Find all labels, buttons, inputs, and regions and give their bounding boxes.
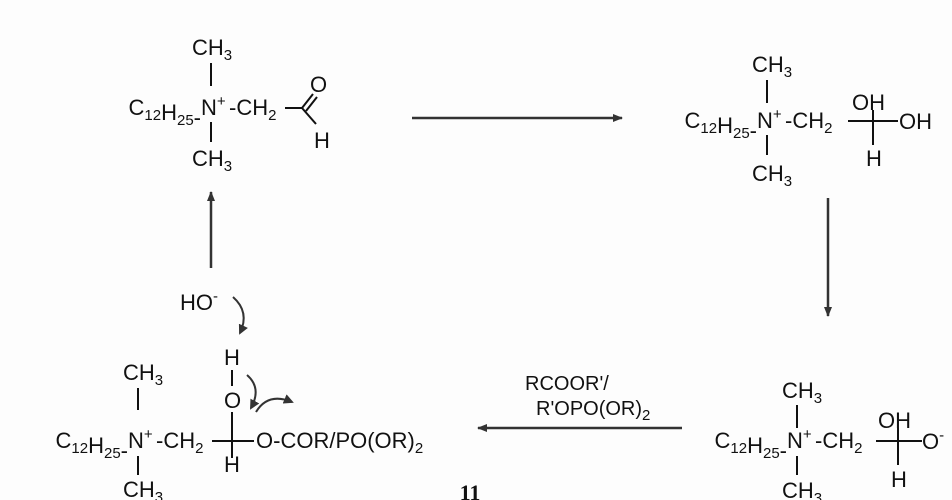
reagent-line-2: R'OPO(OR)2 — [536, 398, 650, 424]
aldehyde-structure: CH3 C12H25- N+ -CH2 O H CH3 — [129, 35, 330, 175]
bond — [301, 107, 317, 125]
methylene: -CH2 — [156, 428, 203, 457]
top-methyl: CH3 — [123, 360, 163, 389]
dodecyl-chain: C12H25- — [129, 95, 201, 130]
bottom-methyl: CH3 — [782, 478, 822, 500]
aldehyde-hydrogen: H — [314, 128, 330, 153]
lower-hydrogen: H — [891, 467, 907, 492]
curved-arrow-electron-push — [246, 374, 260, 410]
carbonyl-oxygen: O — [310, 72, 327, 97]
double-bond — [301, 93, 314, 109]
ammonium-nitrogen: N+ — [757, 106, 782, 133]
ammonium-nitrogen: N+ — [128, 426, 153, 453]
hydrate-structure: CH3 C12H25- N+ -CH2 OH OH H CH3 — [685, 52, 932, 190]
dodecyl-chain: C12H25- — [56, 428, 128, 463]
hydroxyl-oxygen: O — [224, 388, 241, 413]
upper-hydroxyl: OH — [878, 408, 911, 433]
top-methyl: CH3 — [782, 378, 822, 407]
methylene: -CH2 — [229, 95, 276, 124]
hydroxide-ion: HO- — [180, 288, 218, 315]
lower-hydrogen: H — [866, 146, 882, 171]
methylene: -CH2 — [785, 108, 832, 137]
intermediate-structure: CH3 C12H25- N+ -CH2 H O H O-COR/PO(OR)2 … — [56, 345, 424, 500]
oxide-anion: O- — [922, 427, 944, 454]
upper-hydroxyl: OH — [852, 90, 885, 115]
hydroxyl-hydrogen: H — [224, 345, 240, 370]
right-hydroxyl: OH — [899, 109, 932, 134]
dodecyl-chain: C12H25- — [685, 108, 757, 143]
dodecyl-chain: C12H25- — [715, 428, 787, 463]
top-methyl: CH3 — [192, 35, 232, 64]
reagent-line-1: RCOOR'/ — [525, 373, 609, 395]
bottom-methyl: CH3 — [752, 161, 792, 190]
curved-arrow-hydroxide-attack — [232, 296, 248, 335]
compound-number: 11 — [460, 480, 481, 500]
alkoxide-structure: CH3 C12H25- N+ -CH2 OH O- H CH3 — [715, 378, 945, 500]
ammonium-nitrogen: N+ — [201, 93, 226, 120]
bottom-methyl: CH3 — [123, 477, 163, 500]
ammonium-nitrogen: N+ — [787, 426, 812, 453]
double-bond — [305, 96, 318, 112]
methylene: -CH2 — [815, 428, 862, 457]
bottom-methyl: CH3 — [192, 146, 232, 175]
curved-arrow-bond-cleavage — [255, 394, 294, 413]
top-methyl: CH3 — [752, 52, 792, 81]
lower-hydrogen: H — [224, 452, 240, 477]
ester-leaving-group: O-COR/PO(OR)2 — [256, 428, 423, 457]
